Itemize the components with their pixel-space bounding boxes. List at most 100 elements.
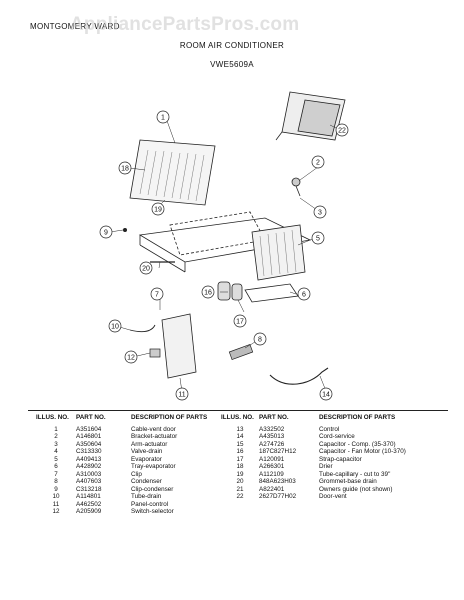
cell-part-no: A146801 [76,433,102,440]
cell-description: Condenser [131,478,162,485]
svg-text:12: 12 [127,355,135,362]
header-description: DESCRIPTION OF PARTS [131,414,208,421]
cell-part-no: A310003 [76,470,102,478]
cell-description: Arm-actuator [131,440,168,448]
cell-description: Valve-drain [131,448,163,455]
cell-illus-no: 11 [52,500,60,508]
drain-tube-drawing [129,324,156,333]
cell-part-no: 848A623H03 [259,478,296,485]
cell-part-no: A114801 [76,493,101,500]
cell-part-no: A822401 [259,485,285,493]
evaporator-tray-drawing [244,283,299,303]
cell-illus-no: 10 [52,493,60,500]
cell-illus-no [221,508,259,516]
control-drawing [228,344,254,360]
cell-description: Evaporator [131,455,162,463]
table-header-row: ILLUS. NO. PART NO. DESCRIPTION OF PARTS… [36,414,429,422]
cell-illus-no: 2 [54,433,58,440]
callout-19: 19 [151,202,165,216]
callout-14: 14 [319,387,333,401]
callout-8: 8 [253,332,267,346]
table-row: 12 A205909 Switch-selector [36,508,429,516]
cell-part-no: A350604 [76,440,102,448]
watermark: AppliancePartsPros.com [70,14,300,35]
cell-illus-no: 17 [236,455,244,463]
svg-text:7: 7 [155,292,159,299]
cell-part-no: A332502 [259,425,285,433]
header-part-no-2: PART NO. [259,414,289,421]
cell-description: Clip-condenser [131,485,174,493]
svg-text:22: 22 [338,128,346,135]
cell-description: Tube-capillary - cut to 39" [319,470,391,478]
cell-part-no: A351604 [76,425,102,433]
svg-text:10: 10 [111,324,119,331]
model-number: VWE5609A [210,60,254,69]
callout-22: 22 [335,123,349,137]
svg-text:6: 6 [302,292,306,299]
cell-illus-no: 12 [52,508,60,515]
cell-illus-no: 21 [236,485,244,493]
condenser-drawing [129,139,216,206]
header-illus-no: ILLUS. NO. [36,414,69,421]
cell-description: Door-vent [319,493,347,500]
exploded-parts-diagram: 1 2 3 5 6 7 8 9 10 11 12 14 16 17 18 19 … [99,91,349,401]
callout-17: 17 [233,314,247,328]
callout-7: 7 [150,287,164,301]
cell-description: Clip [131,470,142,478]
callout-1: 1 [156,110,170,124]
cell-illus-no: 8 [54,478,58,485]
svg-text:9: 9 [104,230,108,237]
cell-illus-no: 16 [236,448,244,455]
svg-text:2: 2 [316,160,320,167]
cell-illus-no: 6 [54,463,58,470]
cell-description: Capacitor - Fan Motor (10-370) [319,448,406,455]
cell-part-no: A462502 [76,500,102,508]
callout-11: 11 [175,387,189,401]
cell-description: Switch-selector [131,508,174,515]
callout-10: 10 [108,319,122,333]
svg-text:8: 8 [258,337,262,344]
callout-12: 12 [124,350,138,364]
cell-part-no: C313218 [76,485,102,493]
header-part-no: PART NO. [76,414,106,421]
cell-part-no: A407603 [76,478,102,485]
svg-text:16: 16 [204,290,212,297]
cell-part-no: 2627D77H02 [259,493,297,500]
cell-description [319,501,429,509]
cell-illus-no: 1 [54,425,58,433]
cell-description: Panel-control [131,500,169,508]
parts-table: ILLUS. NO. PART NO. DESCRIPTION OF PARTS… [36,414,429,516]
cell-description: Control [319,425,340,433]
svg-text:20: 20 [142,266,150,273]
callout-5: 5 [311,231,325,245]
callouts: 1 2 3 5 6 7 8 9 10 11 12 14 16 17 18 19 … [99,110,349,401]
cell-part-no: 187C827H12 [259,448,297,455]
callout-20: 20 [139,261,153,275]
drain-valve-drawing [291,177,301,197]
svg-text:14: 14 [322,392,330,399]
svg-text:19: 19 [154,207,162,214]
header-illus-no-2: ILLUS. NO. [221,414,254,421]
cell-description: Cable-vent door [131,425,176,433]
cell-part-no [259,508,319,516]
cell-illus-no: 9 [54,485,58,493]
callout-18: 18 [118,161,132,175]
svg-text:5: 5 [316,236,320,243]
table-row: 11 A462502 Panel-control [36,501,429,509]
svg-text:18: 18 [121,166,129,173]
cell-description: Cord-service [319,433,355,440]
callout-16: 16 [201,285,215,299]
table-top-rule [28,410,448,411]
cell-part-no: A205909 [76,508,102,515]
cell-description: Grommet-base drain [319,478,377,485]
evaporator-drawing [251,224,306,281]
